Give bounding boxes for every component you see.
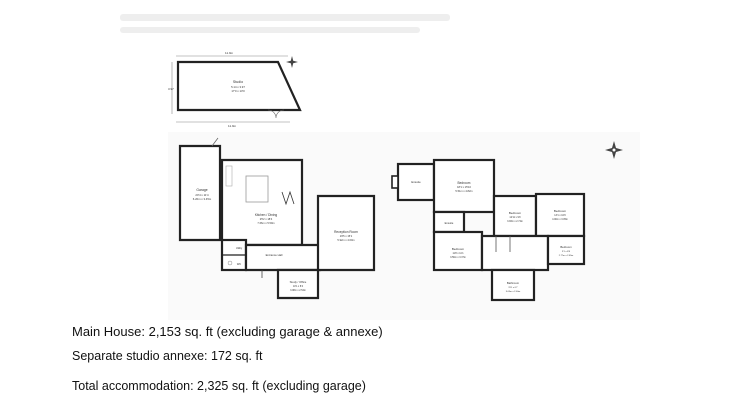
bedroom3-size-ft: 13'1 x 10'0 bbox=[554, 214, 566, 217]
reception-label: Reception Room bbox=[334, 230, 358, 234]
floor-plan-drawing: 11.9m 3.97 11.9m Studio 5.14 x 3.97 17'0… bbox=[120, 14, 623, 302]
bedroom4-size-ft: 11'8 x 11'1 bbox=[452, 252, 464, 255]
studio-size-m: 5.14 x 3.97 bbox=[231, 85, 245, 89]
garage-size-m: 6.20m x 3.45m bbox=[193, 197, 212, 201]
bedroom5-size-m: 2.77m x 2.65m bbox=[559, 255, 574, 257]
bedroom2-size-m: 3.93m x 2.74m bbox=[507, 220, 523, 223]
bedroom4-size-m: 3.56m x 3.37m bbox=[450, 256, 466, 259]
bedroom3-label: Bedroom bbox=[554, 209, 567, 213]
garage-size-ft: 20'4 x 11'4 bbox=[195, 193, 209, 197]
garage-label: Garage bbox=[196, 188, 207, 192]
kitchen-label: Kitchen / Dining bbox=[255, 213, 278, 217]
entrance-hall-label: Entrance Hall bbox=[266, 253, 283, 257]
studio-annexe-plan: 11.9m 3.97 11.9m Studio 5.14 x 3.97 17'0… bbox=[168, 51, 302, 128]
bedroom1-label: Bedroom bbox=[458, 181, 471, 185]
ensuite1-label: Ensuite bbox=[411, 180, 421, 184]
bedroom3-size-m: 4.00m x 3.05m bbox=[552, 218, 568, 221]
study-label: Study / Office bbox=[290, 280, 307, 284]
utility-label: Utility bbox=[236, 246, 243, 250]
studio-depth-dim: 3.97 bbox=[168, 87, 174, 91]
compass-rose-icon bbox=[286, 56, 298, 68]
bedroom1-size-ft: 18'1 x 15'10 bbox=[457, 185, 471, 189]
bedroom2-label: Bedroom bbox=[509, 211, 522, 215]
studio-bottom-dim: 11.9m bbox=[228, 124, 237, 128]
kitchen-size-m: 7.66m x 5.59m bbox=[257, 221, 274, 225]
studio-annexe-area: Separate studio annexe: 172 sq. ft bbox=[72, 349, 263, 363]
ensuite2-label: Ensuite bbox=[445, 221, 454, 225]
main-house-area: Main House: 2,153 sq. ft (excluding gara… bbox=[72, 324, 383, 339]
bedroom5-label: Bedroom bbox=[560, 245, 572, 249]
studio-width-dim: 11.9m bbox=[225, 51, 234, 55]
studio-label: Studio bbox=[233, 80, 243, 84]
bedroom4-label: Bedroom bbox=[452, 247, 465, 251]
ground-floor-plan: Garage 20'4 x 11'4 6.20m x 3.45m Kitchen… bbox=[178, 137, 376, 300]
bathroom-label: Bathroom bbox=[507, 281, 520, 285]
bathroom-size-ft: 9'11 x 6'7 bbox=[508, 287, 518, 289]
bedroom2-size-ft: 12'11 x 9'0 bbox=[509, 216, 521, 219]
wc-label: WC bbox=[237, 262, 241, 266]
bedroom1-size-m: 5.51m x 4.82m bbox=[455, 189, 472, 193]
bathroom-size-m: 3.03m x 2.00m bbox=[506, 291, 521, 293]
bedroom5-size-ft: 9'1 x 8'8 bbox=[562, 251, 571, 253]
kitchen-size-ft: 25'2 x 18'4 bbox=[260, 217, 273, 221]
reception-size-m: 5.92m x 4.60m bbox=[337, 238, 354, 242]
reception-size-ft: 19'5 x 15'1 bbox=[340, 234, 353, 238]
study-size-m: 3.08m x 2.54m bbox=[290, 289, 306, 292]
compass-rose-icon bbox=[605, 141, 623, 159]
faint-header bbox=[120, 14, 450, 33]
study-size-ft: 10'1 x 8'4 bbox=[293, 285, 304, 288]
total-accommodation: Total accommodation: 2,325 sq. ft (exclu… bbox=[72, 379, 366, 393]
studio-size-ft: 17'0 x 13'0 bbox=[231, 89, 245, 93]
first-floor-plan: Ensuite Bedroom 18'1 x 15'10 5.51m x 4.8… bbox=[391, 158, 586, 302]
